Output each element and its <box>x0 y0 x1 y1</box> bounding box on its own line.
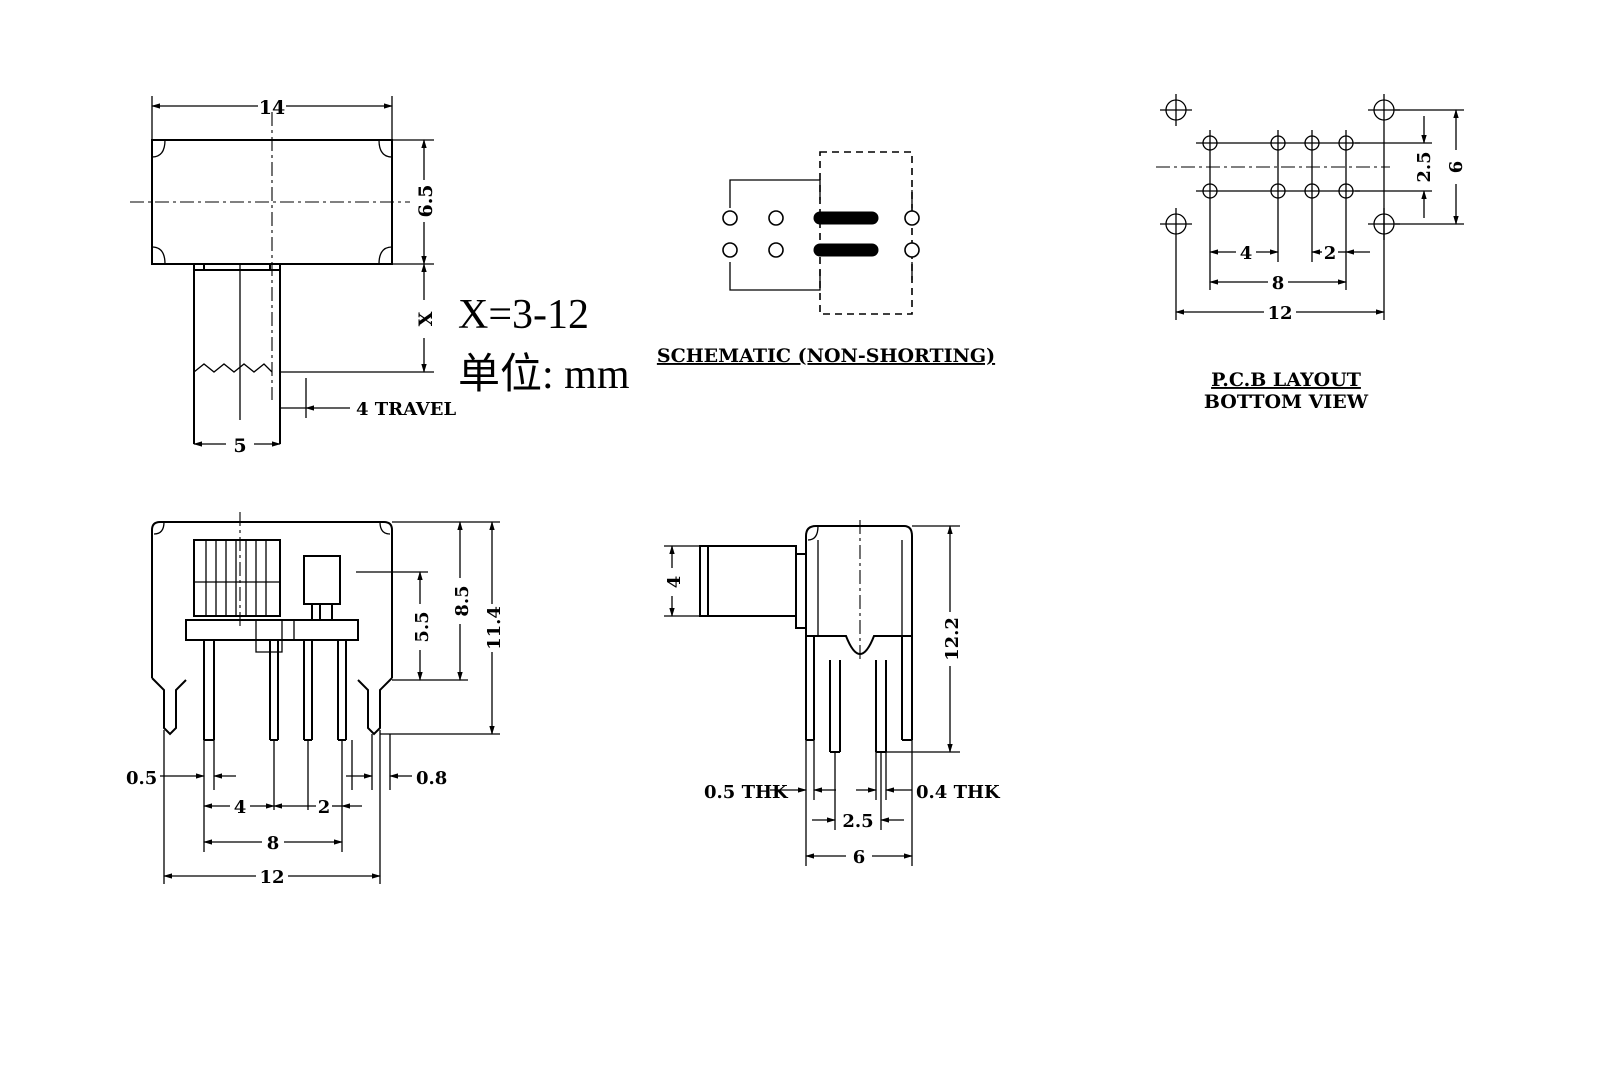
front-dim-mount-width: 0.8 <box>416 768 447 789</box>
front-view: 5.5 8.5 11.4 0.5 0.8 4 2 8 12 <box>126 512 505 888</box>
front-dim-gap-a: 4 <box>234 797 247 818</box>
pcb-dim-gap-a: 4 <box>1240 243 1253 264</box>
front-base <box>185 619 359 641</box>
pcb-caption-1: P.C.B LAYOUT <box>1211 369 1361 391</box>
pcb-caption-2: BOTTOM VIEW <box>1204 391 1369 413</box>
schematic-pin <box>768 210 784 226</box>
front-actuator <box>193 539 281 617</box>
pcb-dim-pin-span: 8 <box>1272 273 1285 294</box>
actuator <box>193 264 281 444</box>
side-dim-row-pitch: 2.5 <box>842 811 873 832</box>
side-body <box>805 525 913 636</box>
x-range-note: X=3-12 <box>458 292 589 338</box>
front-dim-pin-width: 0.5 <box>126 768 157 789</box>
pcb-dim-gap-b: 2 <box>1324 243 1337 264</box>
front-dim-8-5: 8.5 <box>452 585 473 616</box>
side-dim-actuator: 4 <box>664 576 685 589</box>
side-view: 4 12.2 0.5 THK 0.4 THK 2.5 6 <box>664 520 1001 868</box>
schematic-pin <box>722 210 738 226</box>
unit-note: 单位: mm <box>458 351 630 398</box>
side-dim-thk-left: 0.5 THK <box>704 782 789 803</box>
schematic-caption: SCHEMATIC (NON-SHORTING) <box>657 345 995 367</box>
schematic-pin <box>904 242 920 258</box>
front-dim-gap-b: 2 <box>318 797 331 818</box>
travel-label: 4 TRAVEL <box>356 399 456 420</box>
schematic-pin <box>722 242 738 258</box>
top-view: 14 6.5 X 4 TRAVEL 5 <box>130 96 456 457</box>
front-dim-5-5: 5.5 <box>412 611 433 642</box>
schematic-pin <box>768 242 784 258</box>
schematic: SCHEMATIC (NON-SHORTING) <box>657 151 995 367</box>
dim-top-height: 6.5 <box>415 184 437 217</box>
side-dim-thk-right: 0.4 THK <box>916 782 1001 803</box>
pcb-layout: 2.5 6 4 2 8 12 P.C.B LAYOUT BOTTOM VIEW <box>1156 94 1467 413</box>
side-actuator <box>699 545 797 617</box>
front-dim-mount-span: 12 <box>259 867 284 888</box>
pcb-dim-mount-pitch: 6 <box>1446 161 1467 174</box>
side-dim-width: 6 <box>853 847 866 868</box>
dim-actuator-x: X <box>415 311 437 326</box>
schematic-pin <box>904 210 920 226</box>
dim-top-width: 14 <box>259 97 285 119</box>
pcb-dim-mount-span: 12 <box>1267 303 1292 324</box>
side-dim-height: 12.2 <box>942 617 963 661</box>
front-dim-pin-span: 8 <box>267 833 280 854</box>
dim-actuator-width: 5 <box>233 435 246 457</box>
pcb-dim-row-pitch: 2.5 <box>1414 151 1435 182</box>
front-dim-11-4: 11.4 <box>484 606 505 650</box>
